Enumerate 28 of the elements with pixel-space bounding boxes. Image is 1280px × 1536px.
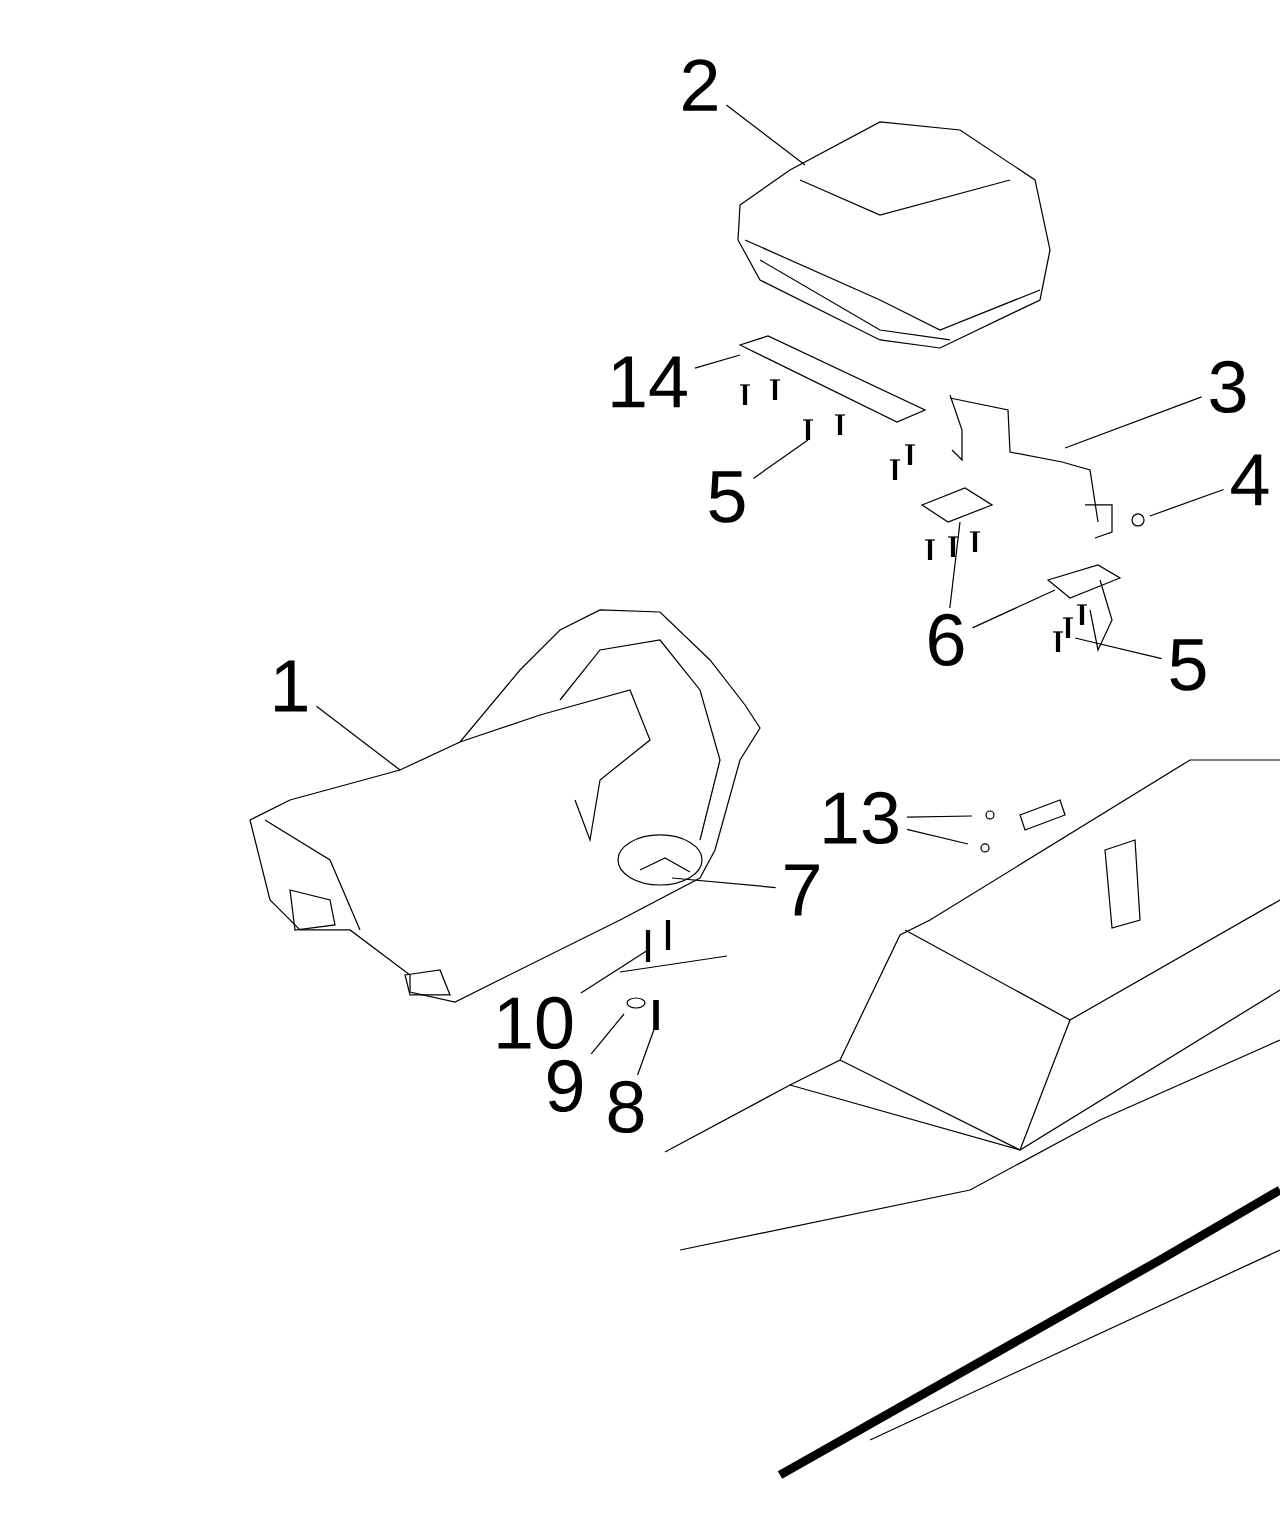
leader-line <box>671 877 777 889</box>
leader-line <box>1064 396 1203 449</box>
callout-number: 10 <box>498 996 573 1050</box>
leader-line <box>906 828 969 845</box>
leader-line <box>694 354 741 369</box>
leader-line <box>315 705 401 771</box>
callout-number: 1 <box>275 660 307 712</box>
leader-line <box>752 439 809 479</box>
callout-number: 2 <box>683 59 717 111</box>
callout-number: 13 <box>824 791 898 845</box>
callout-number: 3 <box>1210 360 1246 414</box>
callout-number: 6 <box>929 613 964 667</box>
callout-number: 5 <box>1170 639 1206 691</box>
leader-line <box>725 104 806 166</box>
leader-line <box>590 1013 625 1055</box>
leader-line <box>636 1023 657 1076</box>
leader-line <box>906 815 973 818</box>
leader-line <box>1149 488 1225 517</box>
callout-number: 14 <box>612 356 687 408</box>
leader-line <box>949 521 961 609</box>
callout-number: 9 <box>547 1059 582 1113</box>
callout-number: 4 <box>1231 454 1269 506</box>
leader-line <box>580 949 649 994</box>
callout-number: 7 <box>785 864 819 916</box>
leader-line <box>971 589 1056 629</box>
leader-line <box>1074 637 1163 660</box>
callout-number: 8 <box>608 1080 644 1134</box>
callout-number: 5 <box>709 471 745 523</box>
